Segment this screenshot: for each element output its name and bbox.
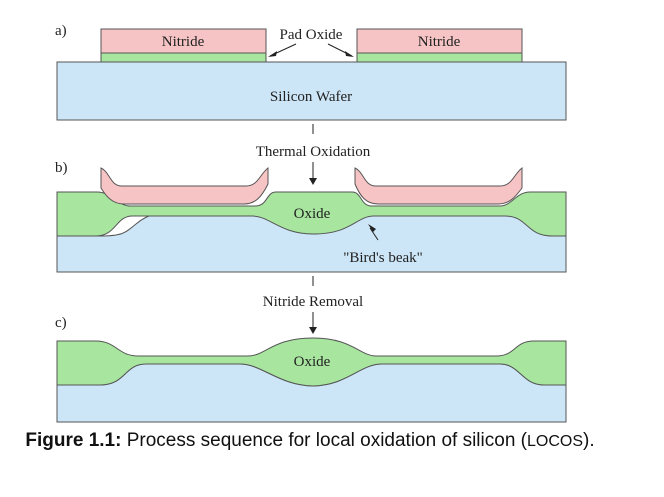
nitride-left-lifted	[100, 166, 269, 205]
birds-beak-pointer	[369, 227, 379, 241]
pad-oxide-label: Pad Oxide	[280, 27, 343, 43]
step2-arrowhead	[309, 327, 317, 334]
nitride-right-label: Nitride	[418, 34, 461, 50]
oxide-label-b: Oxide	[294, 206, 331, 222]
step-thermal-oxidation-label: Thermal Oxidation	[256, 144, 371, 160]
nitride-right	[356, 28, 523, 54]
nitride-left	[100, 28, 267, 54]
pad-oxide-arrowhead-left	[268, 51, 277, 57]
pad-oxide-right	[356, 52, 523, 63]
oxide-label-c: Oxide	[294, 354, 331, 370]
birds-beak-label: "Bird's beak"	[343, 250, 423, 266]
figure-caption: Figure 1.1: Process sequence for local o…	[0, 428, 620, 454]
caption-end: ).	[583, 430, 595, 451]
step-nitride-removal-label: Nitride Removal	[263, 294, 363, 310]
caption-acronym: LOCOS	[527, 433, 584, 450]
panel-b-marker: b)	[55, 160, 68, 176]
nitride-left-label: Nitride	[162, 34, 205, 50]
pad-oxide-left	[100, 52, 267, 63]
panel-c-marker: c)	[55, 315, 67, 331]
caption-text: Process sequence for local oxidation of …	[121, 430, 527, 451]
silicon-wafer-a	[56, 61, 567, 121]
oxide-layer-b	[56, 191, 567, 237]
pad-oxide-arrowhead-right	[345, 51, 354, 57]
birds-beak-arrowhead	[368, 224, 376, 232]
nitride-right-lifted	[354, 166, 523, 205]
caption-figure-number: Figure 1.1:	[25, 430, 122, 451]
silicon-wafer-label: Silicon Wafer	[270, 89, 352, 105]
panel-a-marker: a)	[55, 23, 67, 39]
step1-arrowhead	[309, 178, 317, 185]
oxide-layer-c	[56, 337, 567, 387]
